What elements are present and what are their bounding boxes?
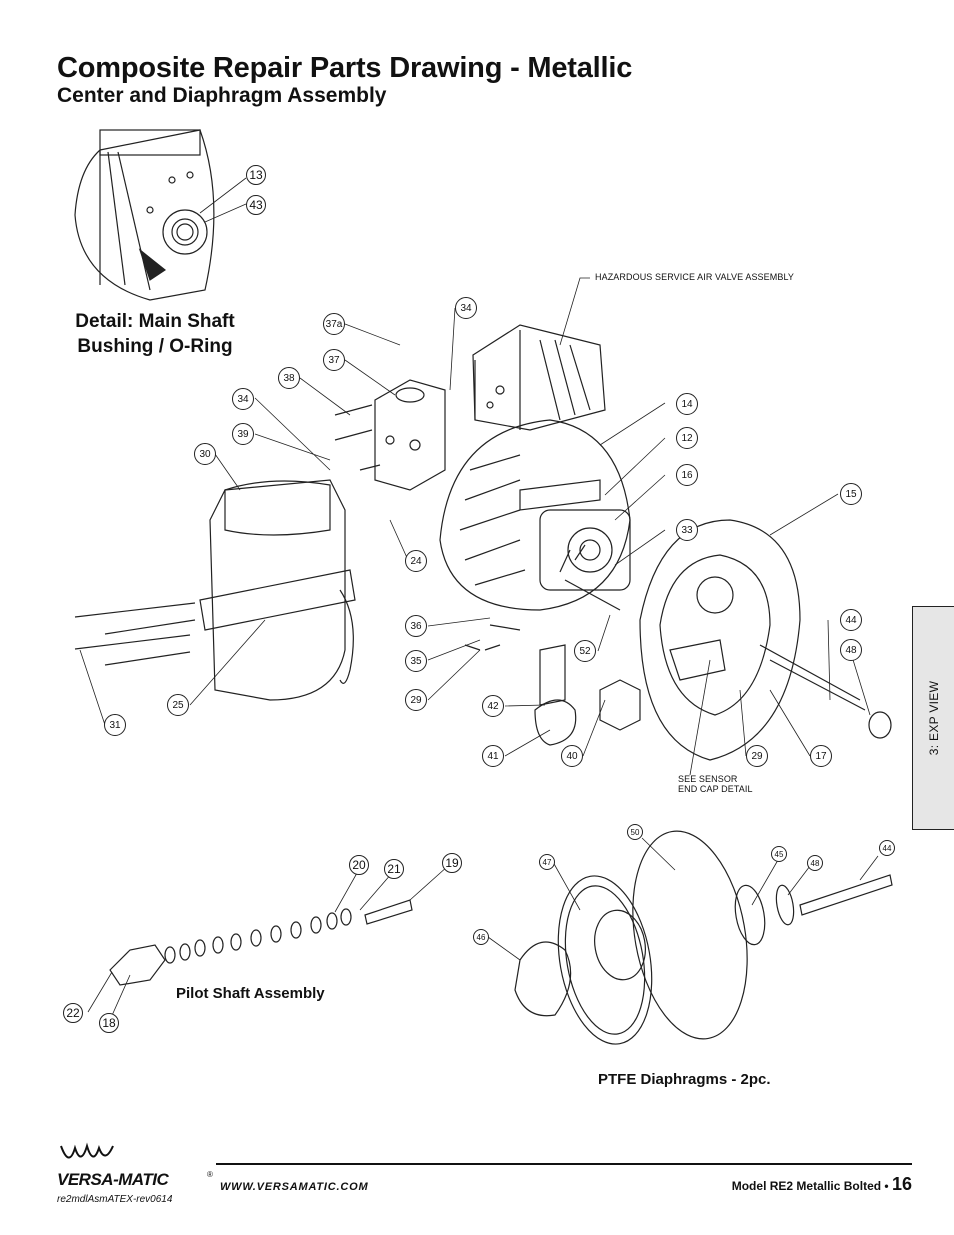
callout-ptfe: 45 [771,846,787,862]
callout-main: 35 [405,650,427,672]
page-title: Composite Repair Parts Drawing - Metalli… [57,52,633,84]
footer-divider [216,1163,912,1165]
footer-url[interactable]: WWW.VERSAMATIC.COM [220,1181,369,1193]
callout-pilot: 22 [63,1003,83,1023]
callout-main: 34 [455,297,477,319]
ptfe-caption: PTFE Diaphragms - 2pc. [598,1071,771,1088]
detail-caption-line1: Detail: Main Shaft [75,311,235,332]
callout-pilot: 18 [99,1013,119,1033]
callout-ptfe: 46 [473,929,489,945]
model-name: Model RE2 Metallic Bolted • [731,1179,889,1193]
callout-main: 12 [676,427,698,449]
registered-mark: ® [207,1170,213,1179]
shaft-fittings [464,544,892,746]
callout-main: 48 [840,639,862,661]
callout-main: 37 [323,349,345,371]
callout-main: 36 [405,615,427,637]
callout-pilot: 21 [384,859,404,879]
callout-main: 39 [232,423,254,445]
callout-pilot: 19 [442,853,462,873]
section-tab[interactable]: 3: EXP VIEW [912,606,954,830]
page-number: 16 [891,1174,912,1194]
air-valve-assembly [472,324,606,431]
callout-pilot: 20 [349,855,369,875]
detail-caption: Detail: Main Shaft Bushing / O-Ring [55,309,255,359]
detail-caption-line2: Bushing / O-Ring [77,336,233,357]
callout-detail: 43 [246,195,266,215]
versa-matic-logo: VERSA-MATIC ® [57,1140,217,1192]
callout-main: 14 [676,393,698,415]
callout-detail: 13 [246,165,266,185]
callout-ptfe: 44 [879,840,895,856]
pilot-shaft-assembly [109,899,413,986]
callout-ptfe: 47 [539,854,555,870]
callout-main: 16 [676,464,698,486]
leader-lines [79,177,879,1021]
diaphragm-plate [639,519,801,761]
see-sensor-note: SEE SENSOR END CAP DETAIL [678,774,753,794]
end-cap-cover [199,479,356,701]
detail-housing [74,129,215,301]
callout-main: 30 [194,443,216,465]
callout-ptfe: 48 [807,855,823,871]
callout-main: 44 [840,609,862,631]
callout-main: 29 [405,689,427,711]
brand-wordmark: VERSA-MATIC [57,1170,169,1189]
see-sensor-line1: SEE SENSOR [678,774,738,784]
callout-main: 31 [104,714,126,736]
callout-main: 17 [810,745,832,767]
callout-main: 25 [167,694,189,716]
page-subtitle: Center and Diaphragm Assembly [57,84,387,107]
callout-main: 15 [840,483,862,505]
center-body [439,419,631,611]
section-tab-label: 3: EXP VIEW [926,680,941,756]
callout-main: 34 [232,388,254,410]
callout-main: 29 [746,745,768,767]
hazardous-note: HAZARDOUS SERVICE AIR VALVE ASSEMBLY [595,272,794,282]
see-sensor-line2: END CAP DETAIL [678,784,753,794]
callout-ptfe: 50 [627,824,643,840]
stud-bolts [74,404,381,666]
document-id: re2mdlAsmATEX-rev0614 [57,1194,173,1205]
callout-main: 38 [278,367,300,389]
callout-main: 42 [482,695,504,717]
callout-main: 24 [405,550,427,572]
callout-main: 33 [676,519,698,541]
callout-main: 41 [482,745,504,767]
footer-model: Model RE2 Metallic Bolted • 16 [732,1174,912,1195]
callout-main: 37a [323,313,345,335]
vm-monogram-icon [60,1142,114,1159]
ptfe-diaphragms [514,830,893,1045]
pilot-block [374,379,446,491]
callout-main: 52 [574,640,596,662]
pilot-shaft-caption: Pilot Shaft Assembly [176,985,325,1002]
callout-main: 40 [561,745,583,767]
